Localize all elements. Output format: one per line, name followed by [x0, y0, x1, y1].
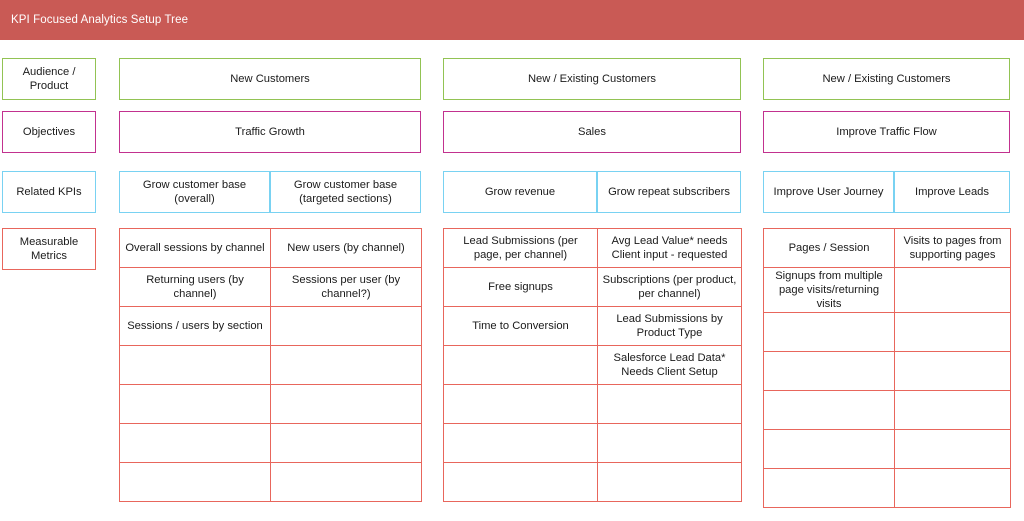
metrics-cell[interactable]: Sessions per user (by channel?) — [270, 267, 422, 307]
metrics-cell[interactable] — [270, 423, 422, 463]
metrics-cell[interactable] — [894, 312, 1011, 353]
objective-cell-improve-traffic-flow[interactable]: Improve Traffic Flow — [763, 111, 1010, 153]
metrics-row: Sessions / users by section — [119, 306, 422, 346]
row-measurable-metrics: Measurable Metrics Overall sessions by c… — [0, 228, 1024, 513]
metrics-cell[interactable] — [270, 306, 422, 346]
metrics-cell[interactable] — [597, 423, 742, 463]
kpi-cell-traffic-growth-2[interactable]: Grow customer base (targeted sections) — [270, 171, 421, 213]
row-audience-product: Audience / Product New Customers New / E… — [0, 58, 1024, 100]
kpi-cell-improve-traffic-flow-1[interactable]: Improve User Journey — [763, 171, 894, 213]
metrics-cell[interactable] — [119, 345, 271, 385]
metrics-cell[interactable] — [270, 384, 422, 424]
metrics-cell[interactable]: New users (by channel) — [270, 228, 422, 268]
metrics-row: Salesforce Lead Data* Needs Client Setup — [443, 345, 742, 385]
row-label-audience-product: Audience / Product — [2, 58, 96, 100]
metrics-cell[interactable] — [119, 423, 271, 463]
row-related-kpis: Related KPIs Grow customer base (overall… — [0, 171, 1024, 213]
metrics-cell[interactable] — [443, 345, 598, 385]
metrics-row — [443, 384, 742, 424]
metrics-cell[interactable] — [894, 468, 1011, 509]
objective-cell-traffic-growth[interactable]: Traffic Growth — [119, 111, 421, 153]
app-title-bar: KPI Focused Analytics Setup Tree — [0, 0, 1024, 40]
metrics-cell[interactable] — [763, 351, 895, 392]
metrics-cell[interactable] — [894, 429, 1011, 470]
metrics-cell[interactable]: Signups from multiple page visits/return… — [763, 266, 895, 314]
kpi-cell-traffic-growth-1[interactable]: Grow customer base (overall) — [119, 171, 270, 213]
metrics-cell[interactable] — [270, 462, 422, 502]
metrics-cell[interactable] — [763, 390, 895, 431]
metrics-cell[interactable] — [894, 351, 1011, 392]
metrics-cell[interactable] — [597, 384, 742, 424]
metrics-table-sales: Lead Submissions (per page, per channel)… — [443, 228, 742, 502]
metrics-cell[interactable] — [894, 390, 1011, 431]
row-objectives: Objectives Traffic Growth Sales Improve … — [0, 111, 1024, 153]
metrics-cell[interactable]: Subscriptions (per product, per channel) — [597, 267, 742, 307]
metrics-row — [763, 429, 1011, 470]
metrics-cell[interactable]: Avg Lead Value* needs Client input - req… — [597, 228, 742, 268]
metrics-row — [763, 390, 1011, 431]
metrics-cell[interactable] — [270, 345, 422, 385]
metrics-cell[interactable] — [119, 462, 271, 502]
metrics-cell[interactable] — [443, 462, 598, 502]
row-label-objectives: Objectives — [2, 111, 96, 153]
metrics-cell[interactable] — [597, 462, 742, 502]
row-label-measurable-metrics: Measurable Metrics — [2, 228, 96, 270]
metrics-row — [443, 462, 742, 502]
metrics-cell[interactable]: Sessions / users by section — [119, 306, 271, 346]
metrics-cell[interactable] — [119, 384, 271, 424]
metrics-cell[interactable]: Free signups — [443, 267, 598, 307]
kpi-cell-improve-traffic-flow-2[interactable]: Improve Leads — [894, 171, 1010, 213]
metrics-cell[interactable] — [763, 429, 895, 470]
metrics-row — [443, 423, 742, 463]
metrics-cell[interactable]: Returning users (by channel) — [119, 267, 271, 307]
metrics-row: Signups from multiple page visits/return… — [763, 266, 1011, 314]
metrics-cell[interactable] — [443, 384, 598, 424]
audience-cell-traffic-growth[interactable]: New Customers — [119, 58, 421, 100]
metrics-row: Returning users (by channel)Sessions per… — [119, 267, 422, 307]
metrics-row — [119, 384, 422, 424]
metrics-cell[interactable]: Pages / Session — [763, 228, 895, 268]
row-label-related-kpis: Related KPIs — [2, 171, 96, 213]
metrics-row — [763, 312, 1011, 353]
metrics-cell[interactable]: Lead Submissions by Product Type — [597, 306, 742, 346]
kpi-cell-sales-2[interactable]: Grow repeat subscribers — [597, 171, 741, 213]
metrics-row — [119, 462, 422, 502]
metrics-cell[interactable] — [894, 266, 1011, 314]
metrics-row — [763, 468, 1011, 509]
page-title: KPI Focused Analytics Setup Tree — [11, 14, 189, 26]
kpi-cell-sales-1[interactable]: Grow revenue — [443, 171, 597, 213]
metrics-cell[interactable]: Time to Conversion — [443, 306, 598, 346]
metrics-cell[interactable] — [763, 468, 895, 509]
metrics-row — [119, 345, 422, 385]
objective-cell-sales[interactable]: Sales — [443, 111, 741, 153]
metrics-cell[interactable] — [443, 423, 598, 463]
audience-cell-sales[interactable]: New / Existing Customers — [443, 58, 741, 100]
metrics-cell[interactable] — [763, 312, 895, 353]
audience-cell-improve-traffic-flow[interactable]: New / Existing Customers — [763, 58, 1010, 100]
metrics-row — [763, 351, 1011, 392]
kpi-tree-board: Audience / Product New Customers New / E… — [0, 40, 1024, 521]
metrics-cell[interactable]: Salesforce Lead Data* Needs Client Setup — [597, 345, 742, 385]
metrics-row: Lead Submissions (per page, per channel)… — [443, 228, 742, 268]
metrics-cell[interactable]: Visits to pages from supporting pages — [894, 228, 1011, 268]
metrics-cell[interactable]: Lead Submissions (per page, per channel) — [443, 228, 598, 268]
metrics-cell[interactable]: Overall sessions by channel — [119, 228, 271, 268]
metrics-row — [119, 423, 422, 463]
